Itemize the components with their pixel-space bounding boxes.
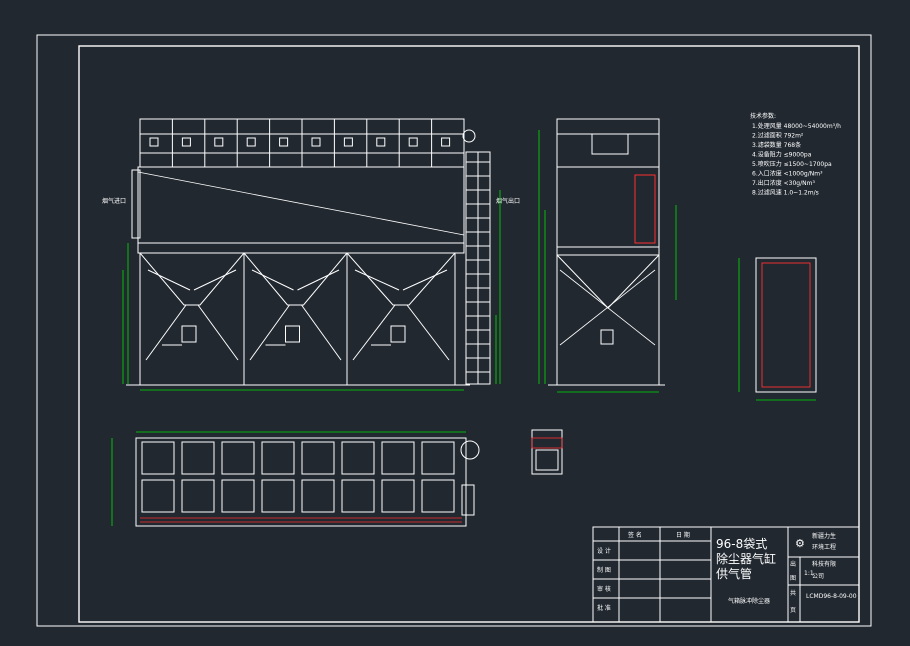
inner-frame	[78, 45, 860, 623]
note-outlet: 烟气出口	[496, 197, 520, 205]
drawing-code: LCMD96-8-09-00	[806, 593, 857, 600]
drawing-title: 96-8袋式 除尘器气缸 供气管	[716, 537, 780, 581]
row-draw: 制 图	[597, 566, 611, 574]
spec-item: 1.处理风量 48000~54000m³/h	[752, 122, 841, 130]
spec-item: 7.出口浓度 <30g/Nm³	[752, 179, 815, 187]
drawing-name: 气箱脉冲除尘器	[728, 597, 770, 605]
note-inlet: 烟气进口	[102, 197, 126, 205]
spec-item: 8.过滤风速 1.0~1.2m/s	[752, 189, 819, 197]
title-block	[592, 526, 860, 623]
plan-dimensions	[111, 431, 466, 526]
plan-hatch	[140, 517, 462, 523]
label-out: 出	[790, 560, 796, 568]
section-small-hatch	[531, 437, 563, 449]
section-large	[755, 257, 817, 393]
title-block-text: 签 名 日 期 设 计 制 图 审 核 批 准 96-8袋式 除尘器气缸 供气管…	[597, 531, 857, 614]
spec-heading: 技术参数:	[750, 112, 776, 120]
col-sign: 签 名	[628, 531, 642, 539]
front-elevation	[126, 118, 491, 386]
side-hatch-panel	[634, 174, 656, 244]
company-line4: 公司	[812, 573, 824, 580]
section-large-hatch	[761, 262, 811, 388]
label-page: 页	[790, 607, 796, 614]
row-design: 设 计	[597, 547, 611, 555]
front-dimensions	[122, 190, 501, 391]
spec-item: 5.喷吹压力 ≤1500~1700pa	[752, 160, 832, 168]
scale-value: 1:1	[804, 570, 814, 577]
company-line1: 新疆力生	[812, 532, 836, 540]
spec-item: 2.过滤面积 792m²	[752, 132, 804, 140]
side-dimensions	[538, 130, 677, 393]
section-small	[531, 429, 563, 475]
spec-item: 6.入口浓度 <1000g/Nm³	[752, 170, 823, 178]
plan-view	[135, 437, 480, 527]
company-line3: 科技有限	[812, 560, 836, 568]
label-sheet: 图	[790, 575, 796, 582]
row-check: 审 核	[597, 585, 611, 593]
company-logo: ⚙	[795, 537, 805, 550]
spec-list: 技术参数: 1.处理风量 48000~54000m³/h 2.过滤面积 792m²…	[750, 112, 841, 197]
side-elevation	[548, 118, 665, 386]
spec-item: 4.设备阻力 ≤9000pa	[752, 151, 812, 159]
company-line2: 环境工程	[812, 543, 836, 551]
row-approve: 批 准	[597, 604, 611, 612]
section-large-dimensions	[738, 258, 816, 401]
outer-frame	[36, 34, 872, 627]
label-total: 共	[790, 589, 796, 597]
spec-item: 3.滤袋数量 768条	[752, 141, 801, 149]
col-date: 日 期	[676, 531, 690, 539]
